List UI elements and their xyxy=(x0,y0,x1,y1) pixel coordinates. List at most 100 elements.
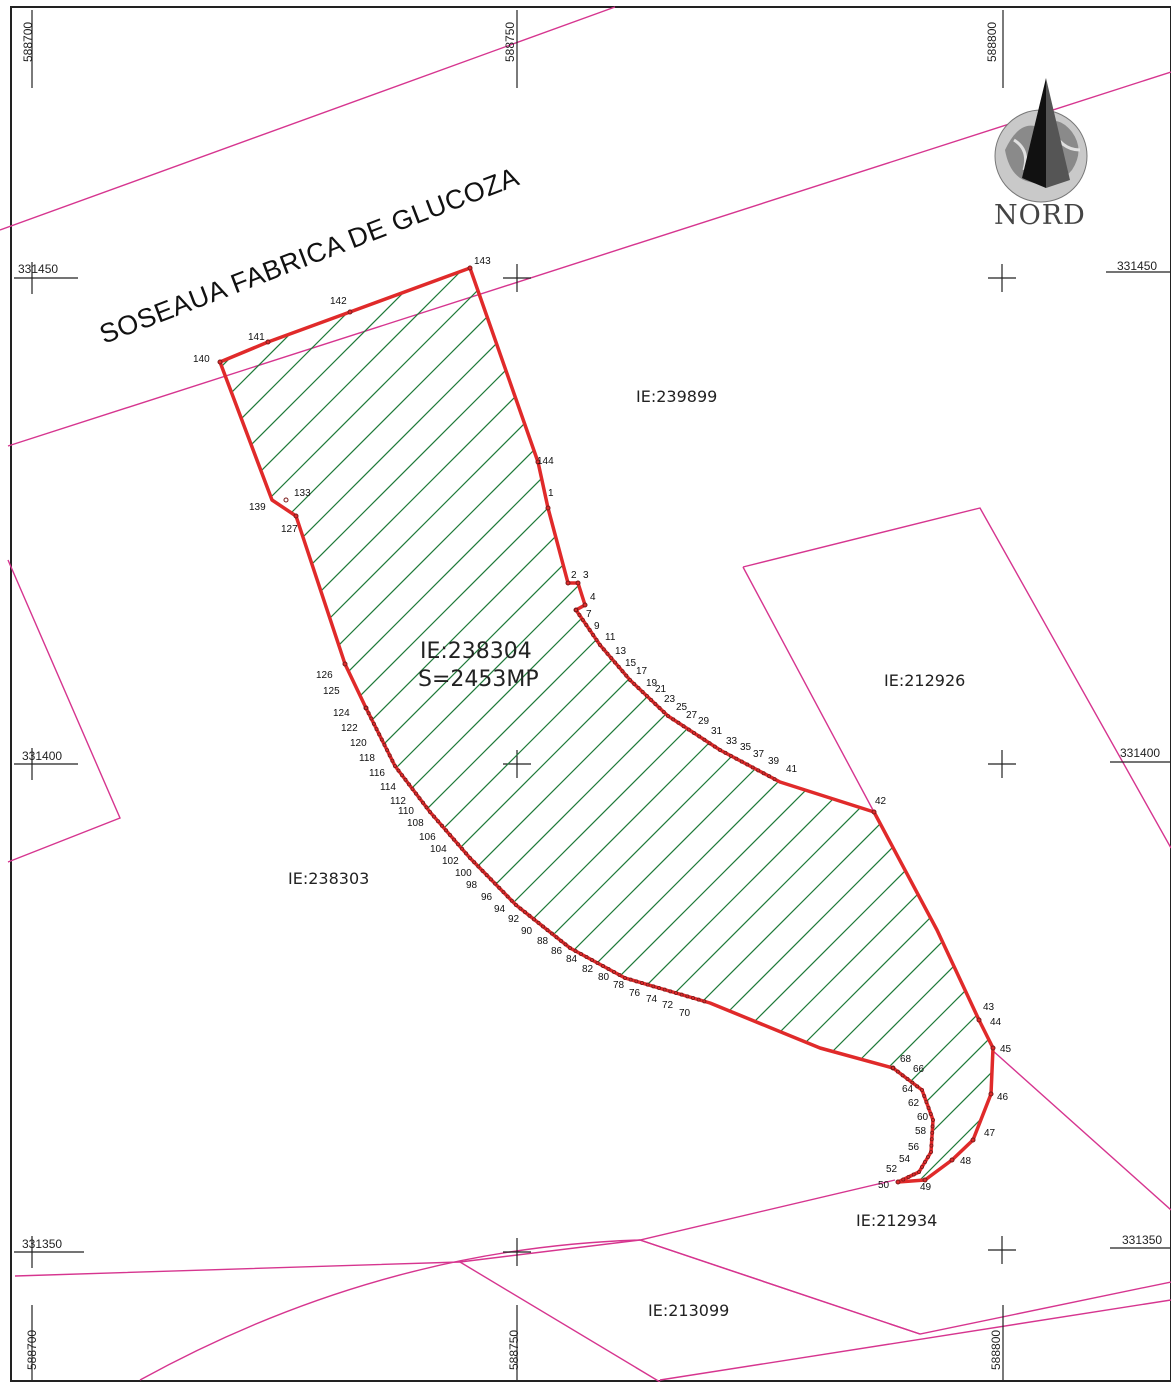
vertex-label: 70 xyxy=(679,1008,691,1019)
vertex-label: 13 xyxy=(615,646,627,657)
vertex-label: 72 xyxy=(662,1000,674,1011)
main-parcel-area: S=2453MP xyxy=(418,667,539,692)
vertex-marker xyxy=(217,359,223,365)
vertex-marker xyxy=(568,946,573,951)
vertex-marker xyxy=(739,759,744,764)
easting-bottom-2: 588750 xyxy=(507,1330,521,1370)
map-frame xyxy=(10,6,1171,1382)
vertex-label: 110 xyxy=(398,806,414,817)
vertex-marker xyxy=(928,1112,933,1117)
vertex-marker xyxy=(666,714,671,719)
vertex-marker xyxy=(895,1179,901,1185)
vertex-marker xyxy=(697,734,702,739)
vertex-label: 37 xyxy=(753,749,765,760)
vertex-marker xyxy=(575,580,581,586)
vertex-marker xyxy=(930,1130,935,1135)
vertex-marker xyxy=(681,724,686,729)
vertex-marker xyxy=(595,961,600,966)
vertex-marker xyxy=(447,833,452,838)
vertex-label: 9 xyxy=(594,621,600,632)
vertex-marker xyxy=(480,868,485,873)
vertex-label: 49 xyxy=(920,1182,932,1193)
vertex-marker xyxy=(616,664,621,669)
vertex-marker xyxy=(767,774,772,779)
vertex-label: 141 xyxy=(248,332,265,343)
vertex-marker xyxy=(612,970,617,975)
vertex-marker xyxy=(582,602,588,608)
vertex-marker xyxy=(628,977,633,982)
vertex-marker xyxy=(532,917,537,922)
vertex-label: 114 xyxy=(380,782,396,793)
vertex-marker xyxy=(493,881,498,886)
vertex-marker xyxy=(594,638,599,643)
vertex-marker xyxy=(476,864,481,869)
vertex-marker xyxy=(584,623,589,628)
vertex-label: 21 xyxy=(655,684,667,695)
vertex-marker xyxy=(574,608,579,613)
vertex-marker xyxy=(455,842,460,847)
vertex-marker xyxy=(930,1124,935,1129)
vertex-marker xyxy=(906,1175,911,1180)
vertex-marker xyxy=(439,823,444,828)
vertex-marker xyxy=(435,819,440,824)
vertex-marker xyxy=(905,1077,910,1082)
vertex-marker xyxy=(702,999,707,1004)
vertex-marker xyxy=(451,837,456,842)
vertex-label: 112 xyxy=(390,796,406,807)
vertex-label: 80 xyxy=(598,972,610,983)
vertex-label: 4 xyxy=(590,592,596,603)
vertex-marker xyxy=(443,828,448,833)
vertex-marker xyxy=(472,860,477,865)
vertex-label: 54 xyxy=(899,1154,911,1165)
vertex-marker xyxy=(587,628,592,633)
vertex-marker xyxy=(459,846,464,851)
vertex-marker xyxy=(685,994,690,999)
vertex-marker xyxy=(545,505,551,511)
vertex-marker xyxy=(636,686,641,691)
parcel-hatching xyxy=(220,268,993,1182)
vertex-label: 42 xyxy=(875,796,887,807)
neighbor-parcel-label: IE:212926 xyxy=(884,671,965,690)
vertex-label: 116 xyxy=(369,768,385,779)
vertex-label: 122 xyxy=(341,723,358,734)
vertex-marker xyxy=(922,1094,927,1099)
vertex-marker xyxy=(718,748,723,753)
vertex-marker xyxy=(923,1160,928,1165)
vertex-label: 90 xyxy=(521,926,533,937)
vertex-marker xyxy=(591,633,596,638)
parcel-boundary xyxy=(218,266,995,1184)
vertex-marker xyxy=(988,1091,994,1097)
vertex-label: 41 xyxy=(786,764,798,775)
vertex-marker xyxy=(745,762,750,767)
vertex-marker xyxy=(371,721,376,726)
vertex-marker xyxy=(363,706,368,711)
vertex-marker xyxy=(399,773,404,778)
easting-bottom-1: 588700 xyxy=(25,1330,39,1370)
vertex-label: 46 xyxy=(997,1092,1009,1103)
vertex-marker xyxy=(559,938,564,943)
vertex-marker xyxy=(692,731,697,736)
vertex-marker xyxy=(554,935,559,940)
easting-top-1: 588700 xyxy=(21,22,35,62)
vertex-marker xyxy=(590,958,595,963)
vertex-marker xyxy=(379,737,384,742)
vertex-label: 76 xyxy=(629,988,641,999)
vertex-marker xyxy=(347,309,353,315)
vertex-marker xyxy=(283,497,289,503)
vertex-marker xyxy=(649,698,654,703)
vertex-label: 86 xyxy=(551,946,563,957)
vertex-marker xyxy=(772,777,777,782)
vertex-label: 120 xyxy=(350,738,367,749)
vertex-label: 68 xyxy=(900,1054,912,1065)
vertex-label: 74 xyxy=(646,994,658,1005)
vertex-label: 2 xyxy=(571,570,577,581)
easting-bottom-3: 588800 xyxy=(989,1330,1003,1370)
vertex-marker xyxy=(385,748,390,753)
vertex-marker xyxy=(761,771,766,776)
road-edge-upper xyxy=(0,6,616,231)
vertex-marker xyxy=(929,1143,934,1148)
vertex-label: 58 xyxy=(915,1126,927,1137)
vertex-marker xyxy=(605,651,610,656)
vertex-marker xyxy=(420,800,425,805)
